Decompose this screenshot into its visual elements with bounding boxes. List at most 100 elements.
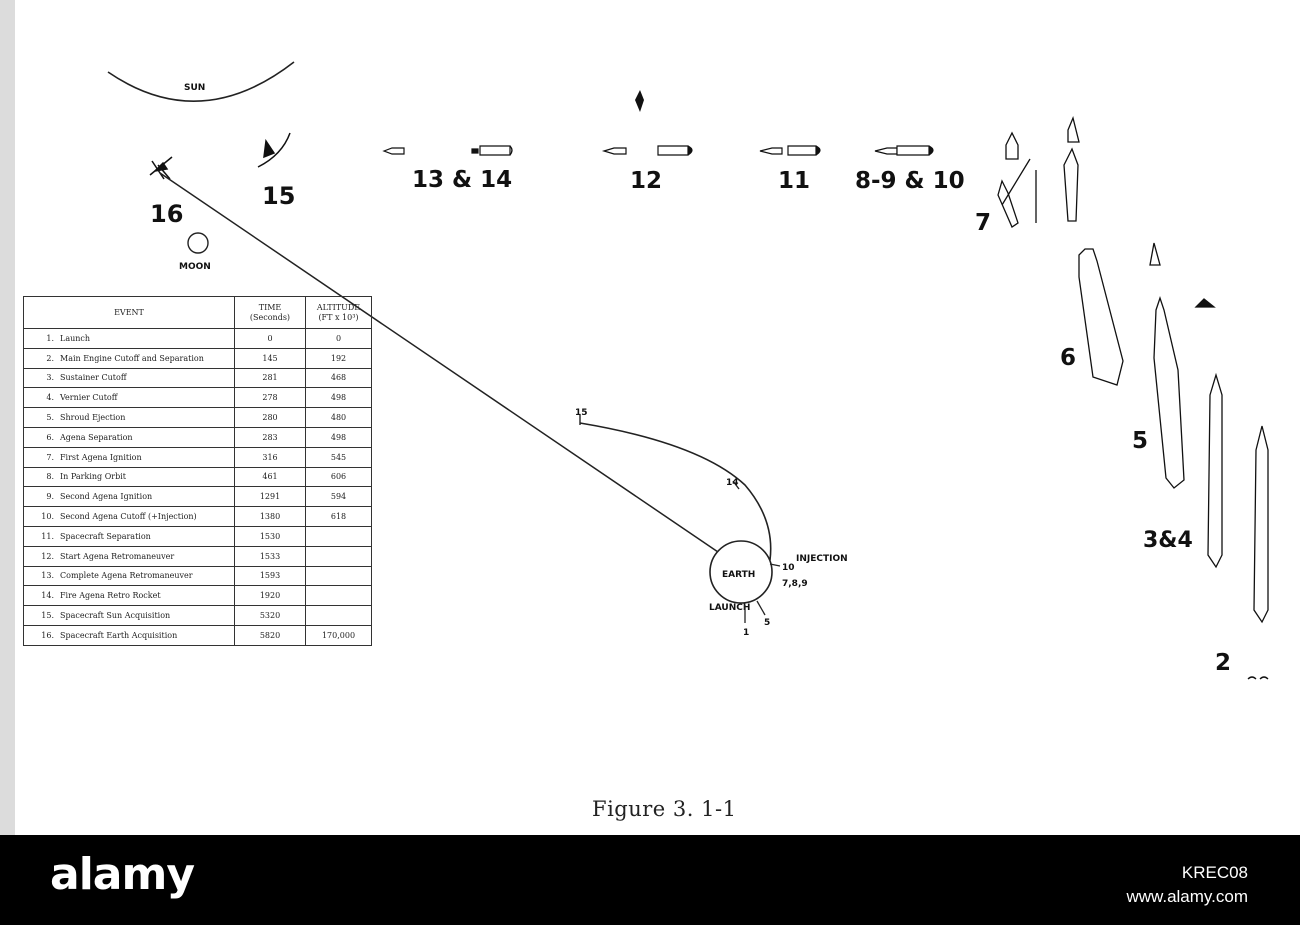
event-cell: 11.Spacecraft Separation <box>23 525 235 547</box>
sun-arc <box>107 61 295 102</box>
event-cell: 5.Shroud Ejection <box>23 407 235 428</box>
injection-label: INJECTION <box>796 554 848 564</box>
altitude-cell: 498 <box>305 426 372 448</box>
event-cell: 3.Sustainer Cutoff <box>23 367 235 389</box>
earth-label: EARTH <box>722 570 755 580</box>
event-cell: 16.Spacecraft Earth Acquisition <box>23 624 235 646</box>
altitude-cell <box>305 545 372 567</box>
left-edge-strip <box>0 0 15 835</box>
event-cell: 10.Second Agena Cutoff (+Injection) <box>23 506 235 527</box>
earth-circle <box>709 540 773 604</box>
time-cell: 316 <box>234 446 306 468</box>
stage-label-3-4: 3&4 <box>1143 528 1193 553</box>
stage-label-13-14: 13 & 14 <box>412 167 512 193</box>
altitude-cell: 170,000 <box>305 624 372 646</box>
stage-3-4-icon <box>1207 372 1223 569</box>
time-cell: 5820 <box>234 624 306 646</box>
event-cell: 2.Main Engine Cutoff and Separation <box>23 347 235 369</box>
event-cell: 1.Launch <box>23 328 235 349</box>
altitude-cell <box>305 525 372 547</box>
stage-label-11: 11 <box>778 168 810 194</box>
traj-tick-5 <box>756 600 766 616</box>
altitude-cell <box>305 565 372 587</box>
moon-circle <box>187 232 209 254</box>
event-cell: 15.Spacecraft Sun Acquisition <box>23 605 235 626</box>
figure-caption: Figure 3. 1-1 <box>592 797 737 821</box>
time-cell: 278 <box>234 387 306 409</box>
watermark-brand: alamy <box>50 849 195 900</box>
stage-6-icon <box>1078 242 1216 386</box>
stage-12-icon <box>601 145 693 156</box>
stage-label-16: 16 <box>150 200 183 228</box>
watermark-footer: alamy KREC08 www.alamy.com <box>0 835 1300 925</box>
altitude-cell: 498 <box>305 387 372 409</box>
stage-label-15: 15 <box>262 182 295 210</box>
event-cell: 7.First Agena Ignition <box>23 446 235 468</box>
event-cell: 12.Start Agena Retromaneuver <box>23 545 235 567</box>
time-cell: 0 <box>234 328 306 349</box>
stage-2-icon <box>1247 425 1269 680</box>
traj-label-15: 15 <box>575 408 588 418</box>
stage-label-12: 12 <box>630 168 662 194</box>
event-cell: 4.Vernier Cutoff <box>23 387 235 409</box>
header-time: TIME(Seconds) <box>234 296 306 329</box>
traj-label-14: 14 <box>726 478 739 488</box>
time-cell: 281 <box>234 367 306 389</box>
stage-label-2: 2 <box>1215 650 1231 676</box>
image-code: KREC08 <box>1181 863 1248 882</box>
altitude-cell <box>305 585 372 607</box>
traj-label-10: 10 <box>782 563 795 573</box>
stage-label-6: 6 <box>1060 345 1076 371</box>
watermark-code: KREC08 www.alamy.com <box>1126 861 1248 909</box>
traj-label-5: 5 <box>764 618 770 628</box>
time-cell: 1533 <box>234 545 306 567</box>
stage-11-icon <box>759 145 821 156</box>
stage-label-8-9-10: 8-9 & 10 <box>855 168 965 194</box>
time-cell: 461 <box>234 466 306 488</box>
altitude-cell: 468 <box>305 367 372 389</box>
traj-tick-14 <box>732 480 740 490</box>
time-cell: 283 <box>234 426 306 448</box>
altitude-cell: 0 <box>305 328 372 349</box>
event-cell: 9.Second Agena Ignition <box>23 486 235 508</box>
time-cell: 280 <box>234 407 306 428</box>
spacecraft-top-icon <box>635 90 644 112</box>
event-cell: 8.In Parking Orbit <box>23 466 235 488</box>
time-cell: 5320 <box>234 605 306 626</box>
time-cell: 145 <box>234 347 306 369</box>
events-table-header: EVENT TIME(Seconds) ALTITUDE(FT x 10³) <box>23 296 372 329</box>
time-cell: 1291 <box>234 486 306 508</box>
launch-label: LAUNCH <box>709 603 750 613</box>
stage-5-icon <box>1153 295 1185 489</box>
stage-label-7: 7 <box>975 210 991 236</box>
altitude-cell: 192 <box>305 347 372 369</box>
spacecraft-16-icon <box>149 156 173 180</box>
stage-8-9-10-icon <box>874 145 934 156</box>
time-cell: 1920 <box>234 585 306 607</box>
site-url: www.alamy.com <box>1126 887 1248 906</box>
event-cell: 6.Agena Separation <box>23 426 235 448</box>
altitude-cell <box>305 605 372 626</box>
altitude-cell: 545 <box>305 446 372 468</box>
stage-7-icon <box>997 115 1080 228</box>
time-cell: 1380 <box>234 506 306 527</box>
spacecraft-15-icon <box>257 132 291 168</box>
altitude-cell: 618 <box>305 506 372 527</box>
header-event: EVENT <box>23 296 235 329</box>
altitude-cell: 606 <box>305 466 372 488</box>
